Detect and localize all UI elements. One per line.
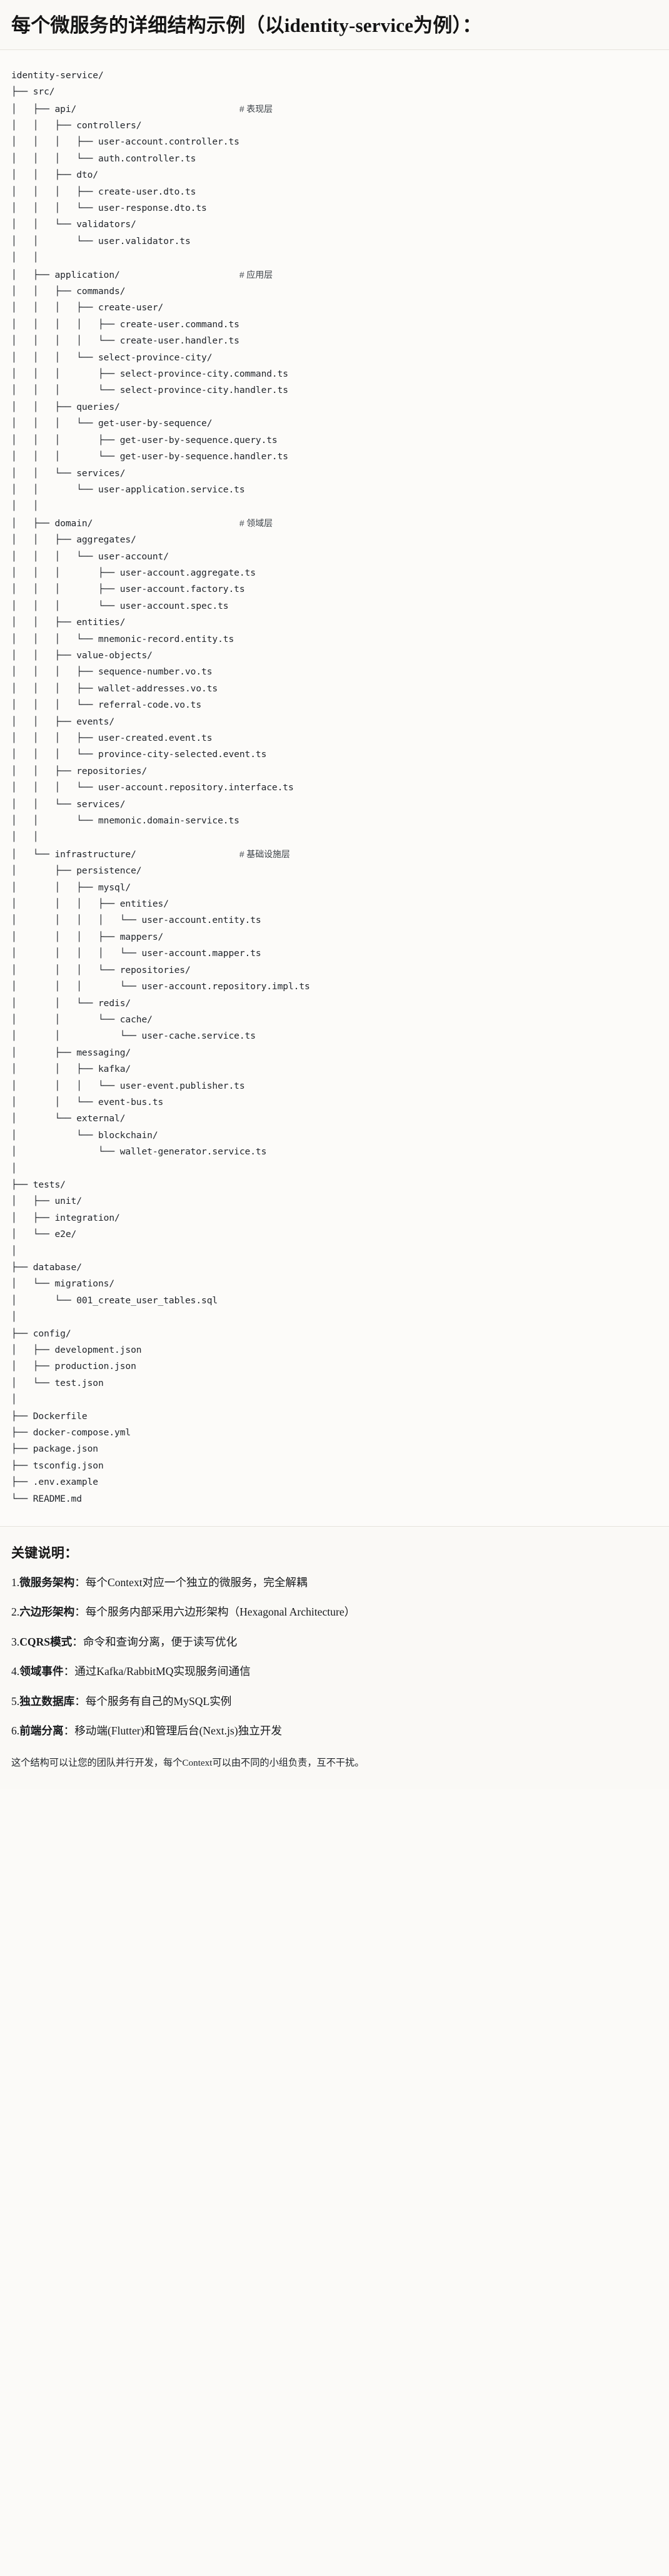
page-title: 每个微服务的详细结构示例（以identity-service为例）： — [11, 14, 482, 36]
key-note-item: 5.独立数据库：每个服务有自己的MySQL实例 — [11, 1693, 658, 1709]
key-note-text: ：每个服务内部采用六边形架构（Hexagonal Architecture） — [74, 1606, 356, 1619]
key-note-item: 2.六边形架构：每个服务内部采用六边形架构（Hexagonal Architec… — [11, 1604, 658, 1620]
key-note-item: 3.CQRS模式：命令和查询分离，便于读写优化 — [11, 1634, 658, 1650]
document-header: 每个微服务的详细结构示例（以identity-service为例）： — [0, 0, 669, 50]
key-note-term: 独立数据库 — [19, 1694, 75, 1708]
key-note-text: ：命令和查询分离，便于读写优化 — [72, 1635, 238, 1648]
directory-tree: identity-service/ ├── src/ │ ├── api/ # … — [11, 69, 310, 1504]
key-note-term: 前端分离 — [19, 1724, 64, 1738]
key-note-index: 2. — [11, 1606, 20, 1619]
key-note-item: 4.领域事件：通过Kafka/RabbitMQ实现服务间通信 — [11, 1663, 658, 1679]
key-note-term: 微服务架构 — [19, 1576, 75, 1589]
key-note-index: 3. — [11, 1635, 20, 1648]
key-note-text: ：每个Context对应一个独立的微服务，完全解耦 — [74, 1576, 308, 1589]
key-note-text: ：移动端(Flutter)和管理后台(Next.js)独立开发 — [63, 1724, 282, 1738]
key-note-item: 1.微服务架构：每个Context对应一个独立的微服务，完全解耦 — [11, 1574, 658, 1591]
key-note-term: 领域事件 — [19, 1665, 64, 1678]
key-note-term: 六边形架构 — [19, 1606, 75, 1619]
key-note-text: ：每个服务有自己的MySQL实例 — [74, 1694, 232, 1708]
key-note-index: 1. — [11, 1576, 20, 1589]
key-note-index: 5. — [11, 1694, 20, 1708]
key-note-index: 4. — [11, 1665, 20, 1678]
key-note-index: 6. — [11, 1724, 20, 1738]
key-notes-block: 关键说明： 1.微服务架构：每个Context对应一个独立的微服务，完全解耦 2.… — [0, 1527, 669, 1789]
key-note-item: 6.前端分离：移动端(Flutter)和管理后台(Next.js)独立开发 — [11, 1723, 658, 1739]
key-note-text: ：通过Kafka/RabbitMQ实现服务间通信 — [63, 1665, 251, 1678]
key-note-term: CQRS模式 — [19, 1635, 73, 1648]
key-notes-heading: 关键说明： — [11, 1545, 78, 1561]
key-notes-footer: 这个结构可以让您的团队并行开发，每个Context可以由不同的小组负责，互不干扰… — [11, 1758, 365, 1769]
directory-tree-block: identity-service/ ├── src/ │ ├── api/ # … — [0, 49, 669, 1527]
